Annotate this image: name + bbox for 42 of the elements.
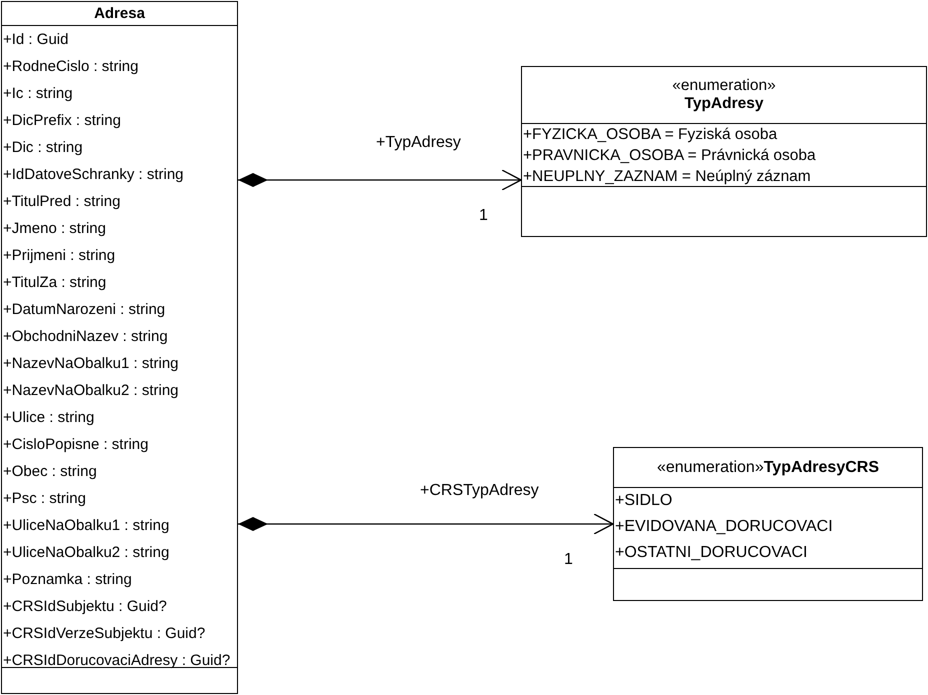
attribute-text: +NazevNaObalku2 : string	[3, 381, 180, 401]
attribute-text: +Jmeno : string	[3, 219, 107, 239]
composition-arrow	[238, 513, 614, 535]
attribute-text: +CisloPopisne : string	[3, 435, 150, 455]
attribute-text: +SIDLO	[615, 491, 674, 511]
attribute-text: +CRSIdVerzeSubjektu : Guid?	[3, 624, 206, 644]
attribute-text: +Ic : string	[3, 84, 74, 104]
attribute-text: +RodneCislo : string	[3, 57, 140, 77]
composition-arrow	[238, 169, 522, 191]
class-box	[613, 447, 923, 601]
attribute-text: +CRSIdSubjektu : Guid?	[3, 597, 168, 617]
class-box	[1, 1, 238, 694]
attribute-text: +TitulZa : string	[3, 273, 108, 293]
attribute-text: +Prijmeni : string	[3, 246, 116, 266]
attribute-text: +FYZICKA_OSOBA = Fyziská osoba	[523, 125, 778, 145]
class-box	[521, 66, 927, 237]
role-label: +CRSTypAdresy	[420, 482, 539, 500]
attribute-text: +OSTATNI_DORUCOVACI	[615, 543, 808, 563]
role-label: +TypAdresy	[376, 134, 461, 152]
attribute-text: +EVIDOVANA_DORUCOVACI	[615, 517, 834, 537]
attribute-text: +DicPrefix : string	[3, 111, 122, 131]
attribute-text: +ObchodniNazev : string	[3, 327, 169, 347]
class-name: TypAdresyCRS	[764, 458, 880, 476]
attribute-text: +CRSIdDorucovaciAdresy : Guid?	[3, 651, 232, 671]
attribute-text: +DatumNarozeni : string	[3, 300, 166, 320]
attribute-text: +Obec : string	[3, 462, 98, 482]
attribute-text: +UliceNaObalku2 : string	[3, 543, 170, 563]
stereotype-label: «enumeration»	[656, 458, 764, 476]
attribute-text: +UliceNaObalku1 : string	[3, 516, 170, 536]
attribute-text: +NEUPLNY_ZAZNAM = Neúplný záznam	[523, 167, 812, 187]
class-name: Adresa	[93, 5, 146, 22]
attribute-text: +PRAVNICKA_OSOBA = Právnická osoba	[523, 146, 817, 166]
class-name: TypAdresy	[684, 95, 764, 113]
attribute-text: +Poznamka : string	[3, 570, 133, 590]
stereotype-label: «enumeration»	[671, 77, 777, 95]
attribute-text: +IdDatoveSchranky : string	[3, 165, 185, 185]
attribute-text: +Dic : string	[3, 138, 84, 158]
attribute-text: +Id : Guid	[3, 30, 70, 50]
attribute-text: +Ulice : string	[3, 408, 96, 428]
attribute-text: +NazevNaObalku1 : string	[3, 354, 180, 374]
attribute-text: +Psc : string	[3, 489, 87, 509]
attribute-text: +TitulPred : string	[3, 192, 122, 212]
